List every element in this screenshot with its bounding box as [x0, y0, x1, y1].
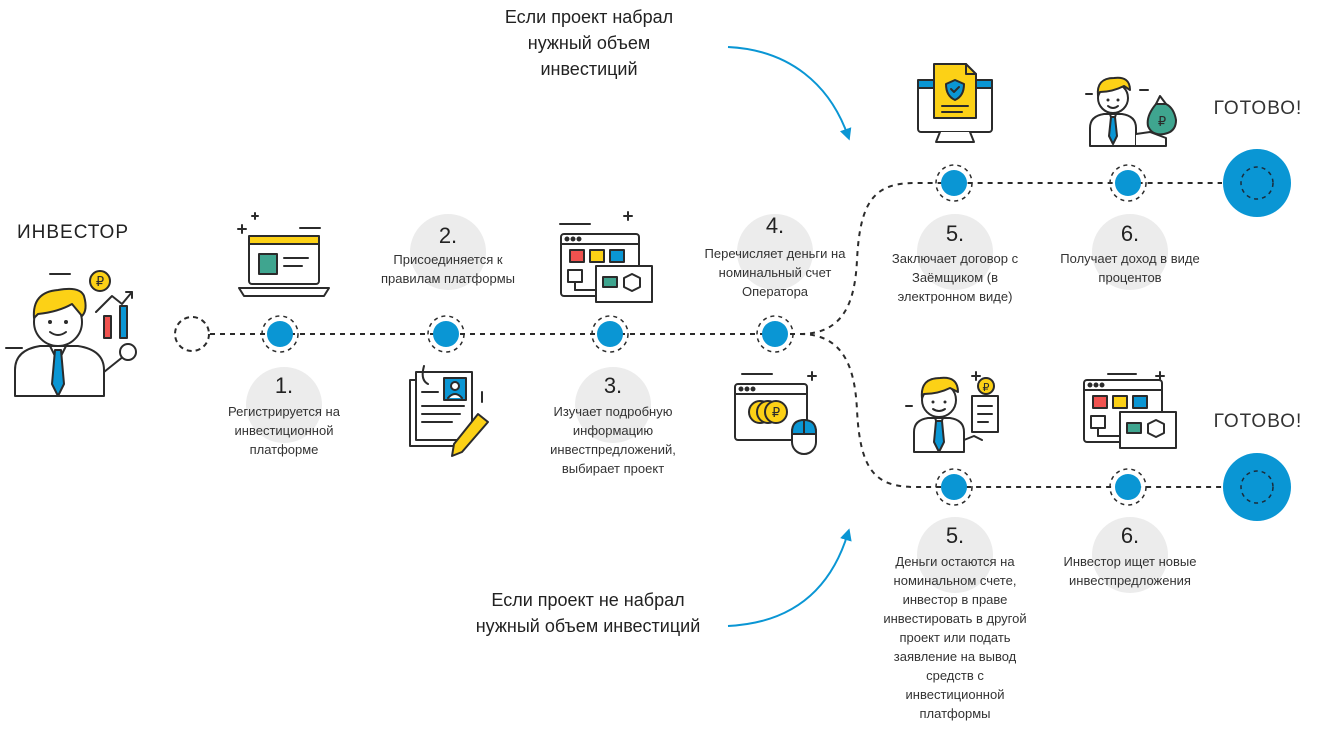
step-2-bubble: [410, 214, 486, 290]
document-sign-icon: [409, 365, 489, 457]
browser-blocks-icon: [559, 211, 653, 303]
fail-5-text: Деньги остаются на номинальном счете, ин…: [883, 554, 1027, 721]
investor-label: ИНВЕСТОР: [16, 222, 130, 243]
node-step-3: [591, 315, 629, 353]
success-5-number: 5.: [945, 221, 965, 246]
svg-text:₽: ₽: [983, 381, 990, 394]
browser-coins-icon: ₽: [734, 371, 817, 455]
svg-text:₽: ₽: [1158, 115, 1166, 130]
investor-icon: ₽: [5, 270, 137, 397]
fail-branch-line: [799, 333, 1222, 488]
fail-6-bubble: [1092, 517, 1168, 593]
person-document-icon: ₽: [905, 371, 999, 453]
step-nodes: [261, 164, 1147, 506]
step-2-text: Присоединяется к правилам платформы: [381, 252, 515, 286]
monitor-contract-icon: [917, 63, 993, 143]
fail-5-number: 5.: [945, 523, 965, 548]
done-label-fail: ГОТОВО!: [1213, 411, 1303, 432]
node-success-6: [1109, 164, 1147, 202]
browser-blocks-icon-2: [1083, 371, 1177, 449]
fail-6-number: 6.: [1120, 523, 1140, 548]
success-6-bubble: [1092, 214, 1168, 290]
step-2-number: 2.: [438, 223, 458, 248]
laptop-icon: [237, 212, 330, 297]
number-circles: [246, 214, 1168, 593]
node-step-2: [427, 315, 465, 353]
success-6-text: Получает доход в виде процентов: [1060, 251, 1200, 285]
end-node-fail: [1223, 453, 1291, 521]
step-3-number: 3.: [603, 373, 623, 398]
svg-text:₽: ₽: [772, 406, 780, 421]
step-3-text: Изучает подробную информацию инвестпредл…: [550, 404, 676, 476]
top-branch-caption: Если проект набрал нужный объем инвестиц…: [504, 7, 674, 79]
success-arrow: [727, 46, 852, 141]
node-success-5: [935, 164, 973, 202]
success-branch-line: [799, 182, 1222, 335]
person-money-bag-icon: ₽: [1085, 76, 1177, 147]
success-6-number: 6.: [1120, 221, 1140, 246]
step-1-text: Регистрируется на инвестиционной платфор…: [228, 404, 340, 457]
start-node: [174, 316, 210, 352]
done-label-success: ГОТОВО!: [1213, 98, 1303, 119]
node-step-4: [756, 315, 794, 353]
success-5-text: Заключает договор с Заёмщиком (в электро…: [891, 251, 1019, 304]
step-4-number: 4.: [765, 213, 785, 238]
step-4-text: Перечисляет деньги на номинальный счет О…: [704, 246, 846, 299]
step-1-number: 1.: [274, 373, 294, 398]
step-1-bubble: [246, 367, 322, 443]
flow-lines: [210, 182, 1222, 488]
fail-5-bubble: [917, 517, 993, 593]
fail-6-text: Инвестор ищет новые инвестпредложения: [1063, 554, 1197, 588]
step-3-bubble: [575, 367, 651, 443]
bottom-branch-caption: Если проект не набрал нужный объем инвес…: [475, 590, 701, 636]
node-fail-6: [1109, 468, 1147, 506]
fail-arrow: [727, 528, 852, 627]
end-node-success: [1223, 149, 1291, 217]
svg-text:₽: ₽: [96, 275, 104, 290]
success-5-bubble: [917, 214, 993, 290]
node-step-1: [261, 315, 299, 353]
node-fail-5: [935, 468, 973, 506]
step-4-bubble: [737, 214, 813, 290]
